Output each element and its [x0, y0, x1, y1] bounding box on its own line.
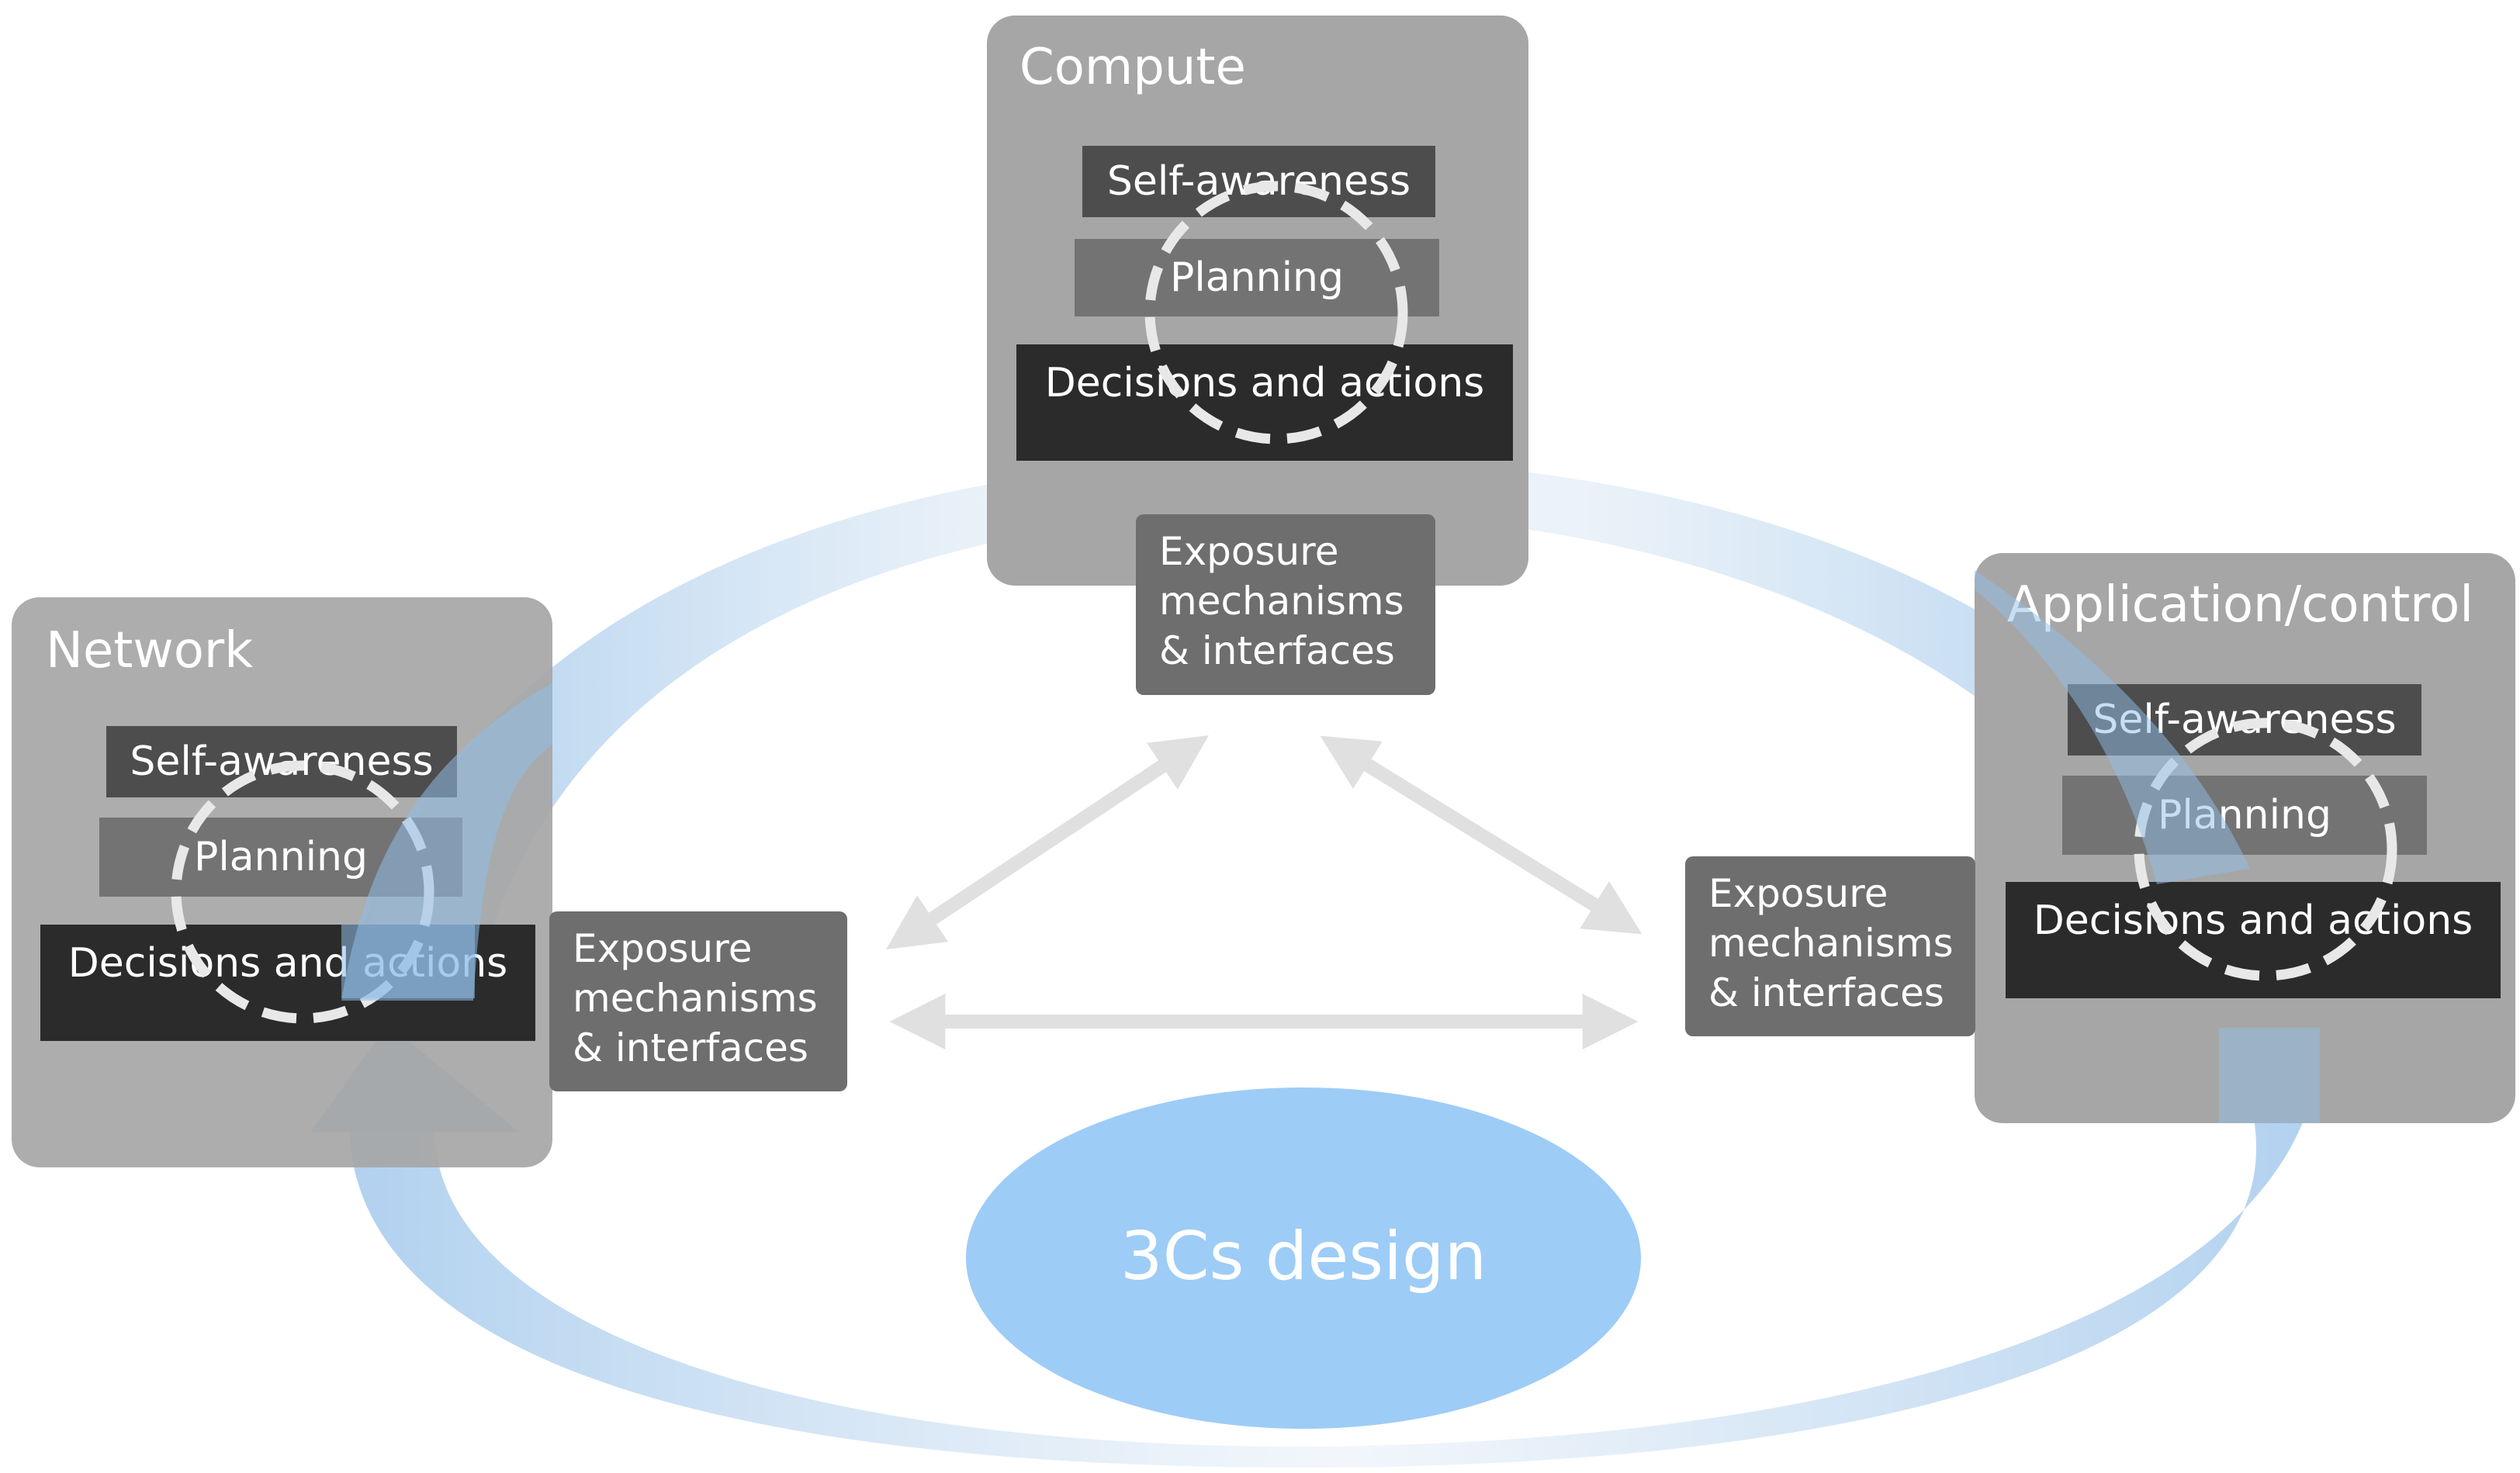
application-title: Application/control — [2007, 576, 2473, 634]
network-exposure-line-3: & interfaces — [573, 1025, 808, 1070]
compute-exposure-line-1: Exposure — [1159, 529, 1339, 574]
network-decisions-bar: Decisions and actions — [40, 925, 535, 1041]
compute-exposure-line-3: & interfaces — [1159, 628, 1395, 673]
application-exposure-box: Exposure mechanisms & interfaces — [1685, 856, 1975, 1036]
compute-exposure-line-2: mechanisms — [1159, 579, 1404, 624]
network-planning-bar: Planning — [99, 818, 462, 897]
application-exposure-line-3: & interfaces — [1708, 970, 1944, 1015]
compute-title: Compute — [1019, 39, 1246, 96]
connector-arrow-network-compute — [885, 735, 1210, 949]
application-decisions-bar: Decisions and actions — [2006, 882, 2501, 998]
compute-decisions-bar: Decisions and actions — [1016, 344, 1513, 461]
compute-self-awareness-bar: Self-awareness — [1082, 146, 1435, 217]
network-self-awareness-bar: Self-awareness — [106, 726, 457, 797]
application-exposure-line-2: mechanisms — [1708, 921, 1954, 966]
network-title: Network — [46, 622, 254, 679]
application-self-awareness-bar: Self-awareness — [2068, 684, 2421, 756]
network-exposure-line-2: mechanisms — [573, 976, 818, 1021]
connector-arrow-compute-application — [1320, 735, 1642, 935]
application-planning-bar: Planning — [2062, 776, 2427, 855]
network-exposure-line-1: Exposure — [573, 926, 753, 971]
network-exposure-box: Exposure mechanisms & interfaces — [549, 911, 847, 1091]
compute-planning-bar: Planning — [1075, 239, 1439, 316]
center-label: 3Cs design — [1120, 1218, 1487, 1295]
application-exposure-line-1: Exposure — [1708, 871, 1888, 916]
compute-exposure-box: Exposure mechanisms & interfaces — [1136, 514, 1435, 695]
